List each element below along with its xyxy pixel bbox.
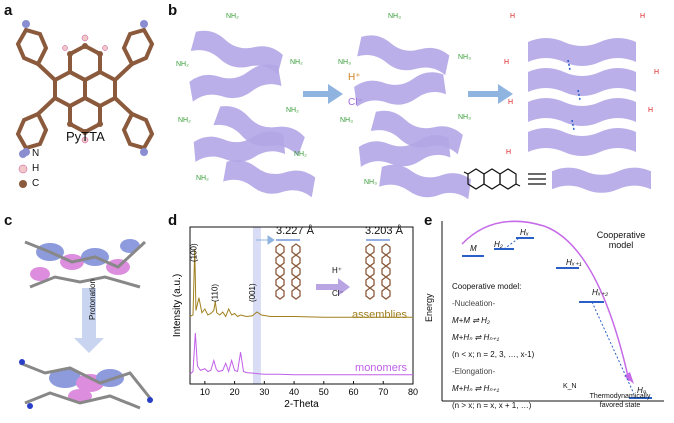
svg-text:H: H: [504, 59, 509, 66]
model-line: M+Hₙ ⇌ Hₙ₊₁: [452, 333, 500, 342]
inset-arrow: [316, 278, 350, 296]
x-tick-label: 50: [319, 387, 329, 397]
legend-h: H: [32, 163, 40, 174]
distance-left: 3.227 Å: [276, 225, 314, 237]
model-line: -Nucleation-: [452, 299, 496, 308]
final-state-label: Thermodynamically favored state: [589, 393, 651, 409]
panel-letter-e: e: [424, 212, 433, 229]
svg-text:H: H: [654, 69, 659, 76]
assembly-scheme: NH₂ NH₂ NH₂ NH₂ NH₂ NH₂ NH₂ NH₃ NH₃ NH₃ NH₃ NH₃ N…: [176, 13, 659, 204]
highlight-band: [252, 227, 261, 384]
x-axis-label: 2-Theta: [284, 399, 319, 410]
svg-text:NH₂: NH₂: [176, 61, 189, 68]
orbital-unprotonated: [24, 239, 147, 289]
xrd-chart: assemblies monomers 10 20 30 40 50 60 70 80 2-Thet…: [172, 226, 418, 410]
model-line: M+M ⇌ H₂: [452, 316, 490, 325]
svg-text:H: H: [648, 107, 653, 114]
protonation-label: Protonation: [88, 279, 97, 320]
svg-text:NH₂: NH₂: [226, 13, 239, 20]
x-tick-label: 10: [200, 387, 210, 397]
panel-letter-b: b: [168, 2, 178, 19]
model-line: (n < x; n = 2, 3, …, x-1): [452, 350, 535, 359]
x-tick-label: 20: [230, 387, 240, 397]
pyrene-core-legend: [463, 168, 546, 190]
peak-label: (110): [210, 284, 219, 302]
svg-text:NH₂: NH₂: [178, 117, 191, 124]
protonated-sheets: [353, 32, 472, 204]
level-hn: Hₙ: [637, 386, 646, 395]
series-line-assemblies: [189, 248, 413, 318]
panel-b-reagent-bottom: Cl⁻: [348, 97, 363, 108]
svg-text:NH₂: NH₂: [196, 175, 209, 182]
svg-text:H: H: [506, 149, 511, 156]
model-line: -Elongation-: [452, 367, 496, 376]
x-tick-label: 70: [378, 387, 388, 397]
model-line: (n > x; n = x, x + 1, …): [452, 401, 532, 410]
distance-right: 3.203 Å: [365, 225, 403, 237]
model-line: M+Hₙ ⇌ Hₙ₊₁: [452, 384, 500, 393]
panel-letter-d: d: [168, 212, 178, 229]
energy-diagram: [441, 220, 664, 402]
zoom-arrow: [256, 235, 275, 245]
x-tick-label: 80: [408, 387, 418, 397]
legend-c: C: [32, 178, 40, 189]
k-nuc-label: K_N: [563, 383, 577, 390]
svg-text:NH₃: NH₃: [364, 179, 377, 186]
dimer-right: [365, 243, 391, 300]
stacked-sheets: [528, 38, 636, 156]
dimer-left: [275, 243, 301, 300]
x-tick-label: 30: [259, 387, 269, 397]
molecule-name: PyTTA: [66, 129, 105, 144]
model-title: Cooperative model: [596, 230, 646, 250]
svg-text:NH₃: NH₃: [340, 117, 353, 124]
panel-letter-a: a: [4, 2, 13, 19]
svg-text:NH₃: NH₃: [388, 13, 401, 20]
panel-letter-c: c: [4, 212, 13, 229]
svg-text:NH₂: NH₂: [290, 59, 303, 66]
svg-text:NH₂: NH₂: [286, 107, 299, 114]
level-hx2: Hₓ₊₂: [592, 288, 609, 297]
x-tick-label: 60: [349, 387, 359, 397]
level-hx: Hₓ: [520, 228, 529, 237]
level-h2: H₂: [494, 240, 503, 249]
peak-label: (001): [248, 283, 257, 302]
x-tick-label: 40: [289, 387, 299, 397]
panel-b-reagent-top: H⁺: [348, 72, 361, 83]
svg-text:H: H: [640, 13, 645, 20]
y-axis-label: Intensity (a.u.): [172, 274, 183, 337]
level-hx1: Hₓ₊₁: [566, 258, 582, 267]
plot-frame: [189, 226, 414, 385]
orbital-protonated: [19, 359, 153, 410]
energy-axis-label: Energy: [424, 293, 434, 322]
series-line-monomers: [189, 332, 413, 376]
legend-n: N: [32, 148, 40, 159]
svg-text:NH₂: NH₂: [294, 151, 307, 158]
svg-text:H: H: [508, 99, 513, 106]
panel-d-reagent-top: H⁺: [332, 266, 342, 275]
level-m: M: [470, 244, 477, 253]
svg-text:NH₃: NH₃: [458, 54, 471, 61]
protonation-arrow: [74, 288, 104, 353]
svg-text:NH₃: NH₃: [458, 114, 471, 121]
svg-text:H: H: [510, 13, 515, 20]
peak-label: (100): [189, 243, 198, 262]
model-line: Cooperative model:: [452, 282, 522, 291]
cooperative-model-text: Cooperative model: -Nucleation- M+M ⇌ H₂…: [452, 278, 534, 414]
series-label-monomers: monomers: [355, 362, 407, 374]
series-label-assemblies: assemblies: [352, 309, 408, 321]
atom-legend-dots: [18, 150, 28, 188]
panel-d-reagent-bottom: Cl⁻: [332, 289, 344, 298]
svg-text:NH₃: NH₃: [338, 59, 351, 66]
